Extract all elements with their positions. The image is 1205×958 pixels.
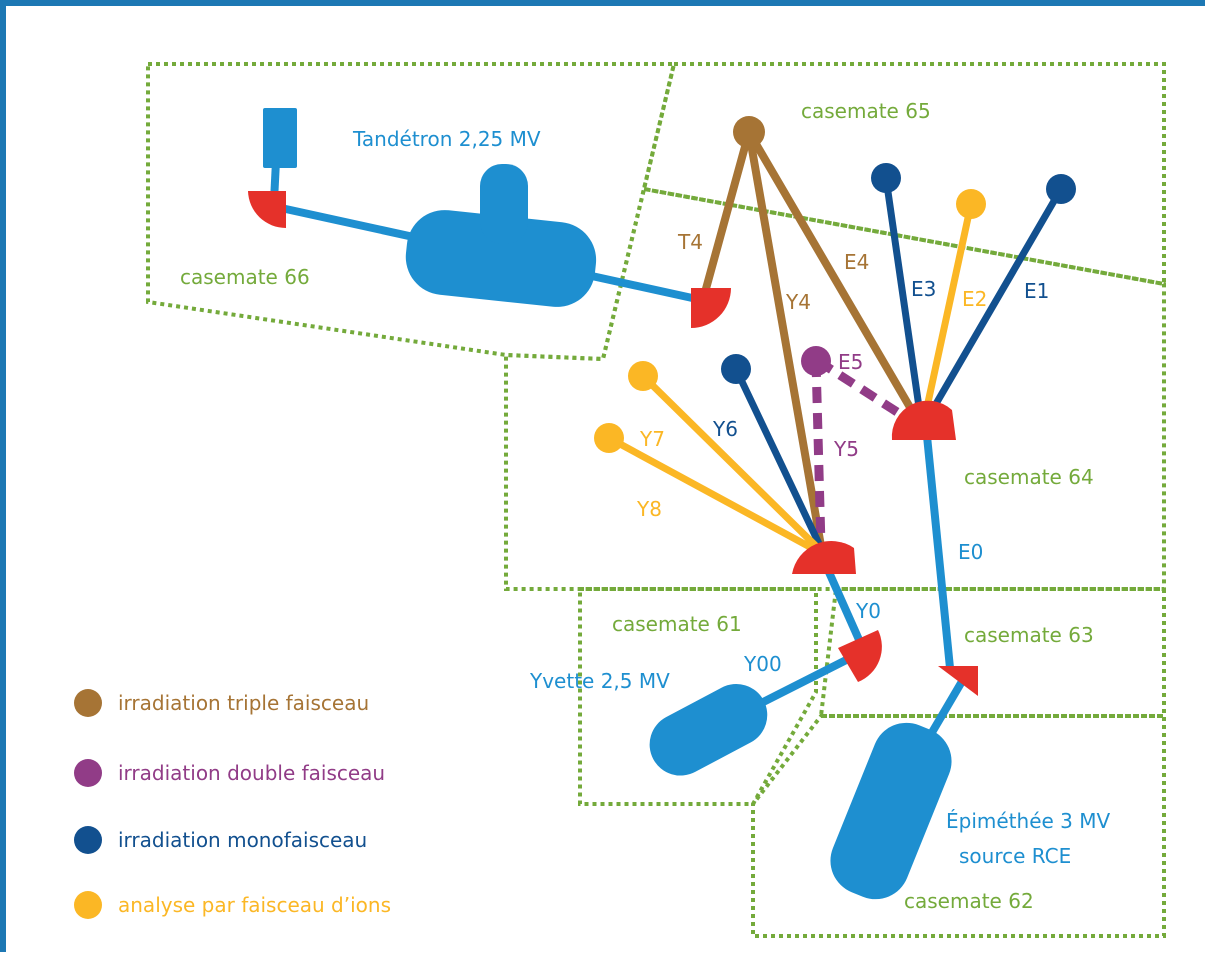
legend-label-double: irradiation double faisceau (118, 761, 385, 785)
magnet-Y0 (838, 630, 882, 682)
legend-item-analyse: analyse par faisceau d’ions (74, 891, 391, 919)
station-Y7 (628, 361, 658, 391)
pipe-Y0 (820, 559, 868, 653)
magnet-T4 (691, 288, 731, 328)
beamline-Y4 (745, 131, 825, 547)
station-double (801, 346, 831, 376)
legend-swatch-mono (74, 826, 102, 854)
label-E0: E0 (958, 540, 983, 564)
yvette-tank (649, 683, 768, 776)
beamline-E5 (815, 357, 914, 425)
tandetron-tank (405, 210, 597, 307)
label-Y4: Y4 (785, 290, 811, 314)
casemate-labels: casemate 66 casemate 65 casemate 64 case… (180, 99, 1094, 913)
zone-casemate-62 (751, 714, 1166, 938)
label-Y7: Y7 (639, 427, 665, 451)
beamline-map: casemate 66 casemate 65 casemate 64 case… (74, 62, 1166, 938)
legend-swatch-analyse (74, 891, 102, 919)
tandetron-terminal (480, 164, 528, 244)
legend-item-double: irradiation double faisceau (74, 759, 385, 787)
label-yvette: Yvette 2,5 MV (529, 669, 670, 693)
label-E4: E4 (844, 250, 869, 274)
label-casemate-61: casemate 61 (612, 612, 742, 636)
legend-swatch-triple (74, 689, 102, 717)
magnets (248, 191, 978, 696)
legend-label-mono: irradiation monofaisceau (118, 828, 367, 852)
station-E3 (871, 163, 901, 193)
station-Y6 (721, 354, 751, 384)
accelerator-labels: Tandétron 2,25 MV Yvette 2,5 MV Épiméthé… (352, 127, 1110, 868)
station-Y8 (594, 423, 624, 453)
beamline-Y5 (811, 360, 826, 547)
beamlines (607, 129, 1065, 557)
legend-item-mono: irradiation monofaisceau (74, 826, 367, 854)
magnet-Y-switcher (792, 540, 856, 574)
beamline-T4 (700, 130, 753, 298)
legend: irradiation triple faisceau irradiation … (74, 689, 391, 919)
station-E1 (1046, 174, 1076, 204)
station-triple (733, 116, 765, 148)
label-Y0: Y0 (855, 599, 881, 623)
label-E5: E5 (838, 350, 863, 374)
beamline-E2 (920, 203, 975, 422)
tandetron-ion-source (263, 108, 297, 168)
legend-swatch-double (74, 759, 102, 787)
beamline-E1 (922, 187, 1065, 423)
magnet-E-switcher (891, 400, 956, 440)
zone-casemate-61 (578, 587, 818, 806)
label-epimethee-2: source RCE (959, 844, 1071, 868)
magnet-E0 (938, 666, 978, 696)
label-T4: T4 (677, 230, 703, 254)
legend-label-triple: irradiation triple faisceau (118, 691, 369, 715)
magnet-tandetron-source (248, 191, 286, 228)
epimethee-tank (830, 722, 952, 900)
label-casemate-64: casemate 64 (964, 465, 1094, 489)
zone-casemate-66 (146, 62, 677, 362)
station-E2 (956, 189, 986, 219)
label-E2: E2 (962, 287, 987, 311)
label-epimethee-1: Épiméthée 3 MV (946, 809, 1110, 833)
end-stations (594, 116, 1076, 453)
label-Y8: Y8 (636, 497, 662, 521)
label-Y5: Y5 (833, 437, 859, 461)
beamline-labels: T4 Y4 E4 E3 E2 E1 E5 Y5 Y6 Y7 Y8 E0 Y0 Y… (636, 230, 1049, 676)
label-tandetron: Tandétron 2,25 MV (352, 127, 541, 151)
label-casemate-62: casemate 62 (904, 889, 1034, 913)
label-Y6: Y6 (712, 417, 738, 441)
label-E3: E3 (911, 277, 936, 301)
beamline-E4 (745, 129, 922, 424)
label-E1: E1 (1024, 279, 1049, 303)
label-Y00: Y00 (743, 652, 782, 676)
beamline-Y8 (607, 434, 823, 557)
label-casemate-63: casemate 63 (964, 623, 1094, 647)
zone-casemate-64 (504, 186, 1166, 591)
label-casemate-65: casemate 65 (801, 99, 931, 123)
label-casemate-66: casemate 66 (180, 265, 310, 289)
beamline-E3 (882, 177, 925, 422)
legend-label-analyse: analyse par faisceau d’ions (118, 893, 391, 917)
beamline-Y6 (732, 367, 825, 550)
accelerators (263, 108, 952, 900)
beamline-Y7 (640, 373, 824, 554)
legend-item-triple: irradiation triple faisceau (74, 689, 369, 717)
pipe-E0 (922, 425, 954, 669)
zone-casemate-65 (641, 62, 1166, 287)
